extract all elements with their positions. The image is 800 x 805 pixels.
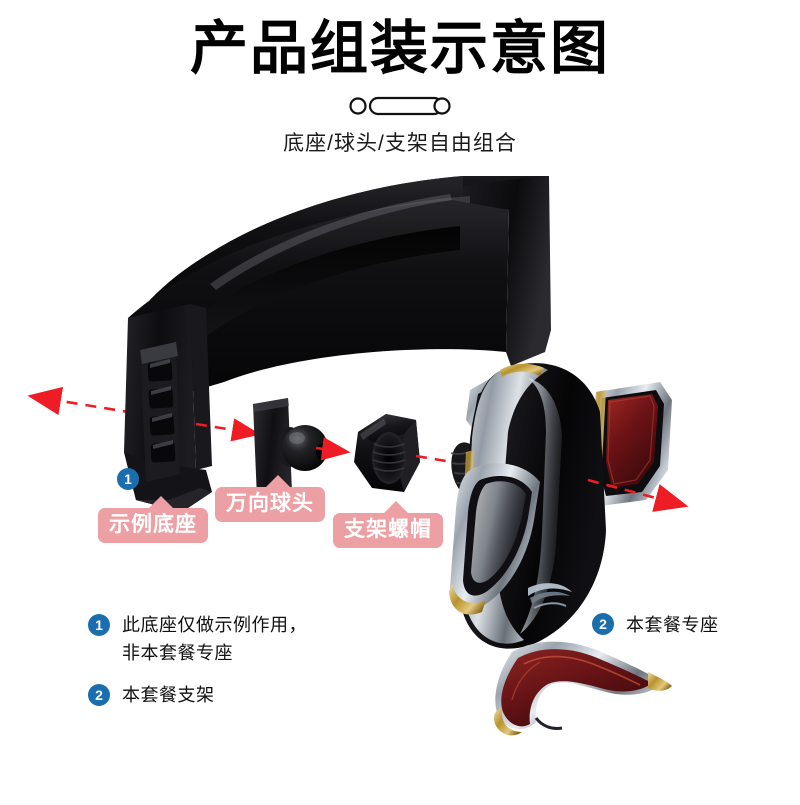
- callout-example-base: 示例底座: [98, 496, 208, 544]
- legend-badge-1: 1: [88, 614, 110, 636]
- legend-item-2: 2 本套餐支架: [88, 682, 418, 710]
- page-title: 产品组装示意图: [189, 16, 610, 81]
- callout-bracket-nut-label: 支架螺帽: [344, 518, 432, 541]
- assembly-axis-arrow-right: [587, 478, 689, 512]
- callout-tail-icon: [383, 501, 409, 514]
- callout-tail-icon: [148, 496, 174, 509]
- assembly-axis-segment-1: [195, 418, 261, 442]
- holder-front-clamp: [449, 463, 540, 615]
- side-note-holder: 2 本套餐专座: [592, 612, 719, 640]
- assembly-axis-segment-2: [315, 437, 351, 461]
- assembly-axis-segment-3: [415, 454, 453, 464]
- legend-text-1-line-2: 非本套餐专座: [122, 642, 233, 663]
- brand-logo-icon: [528, 583, 572, 609]
- bracket-nut: [354, 414, 420, 492]
- legend: 1 此底座仅做示例作用， 非本套餐专座 2 本套餐支架: [88, 612, 418, 724]
- legend-text-1-line-1: 此底座仅做示例作用，: [122, 615, 307, 635]
- pill-divider-icon: [0, 94, 800, 118]
- callout-example-base-label: 示例底座: [109, 513, 197, 536]
- holder-right-arm: [590, 382, 672, 506]
- side-note-badge: 2: [592, 613, 614, 635]
- side-note-label: 本套餐专座: [626, 615, 719, 635]
- callout-tail-icon: [265, 475, 291, 488]
- legend-item-1: 1 此底座仅做示例作用， 非本套餐专座: [88, 612, 418, 668]
- callout-bracket-nut: 支架螺帽: [333, 501, 443, 549]
- example-base-bracket: [124, 176, 551, 512]
- holder-bottom-tray: [494, 641, 672, 736]
- marker-base-number: 1: [117, 468, 139, 490]
- callout-ball-head-label: 万向球头: [226, 492, 314, 515]
- universal-ball-head: [253, 398, 328, 498]
- legend-text-2-line-1: 本套餐支架: [122, 684, 215, 705]
- base-slot-column: [140, 342, 180, 482]
- legend-badge-2: 2: [88, 683, 110, 706]
- page-subtitle: 底座/球头/支架自由组合: [283, 132, 517, 155]
- phone-holder: [449, 363, 672, 736]
- callout-ball-head: 万向球头: [215, 475, 325, 523]
